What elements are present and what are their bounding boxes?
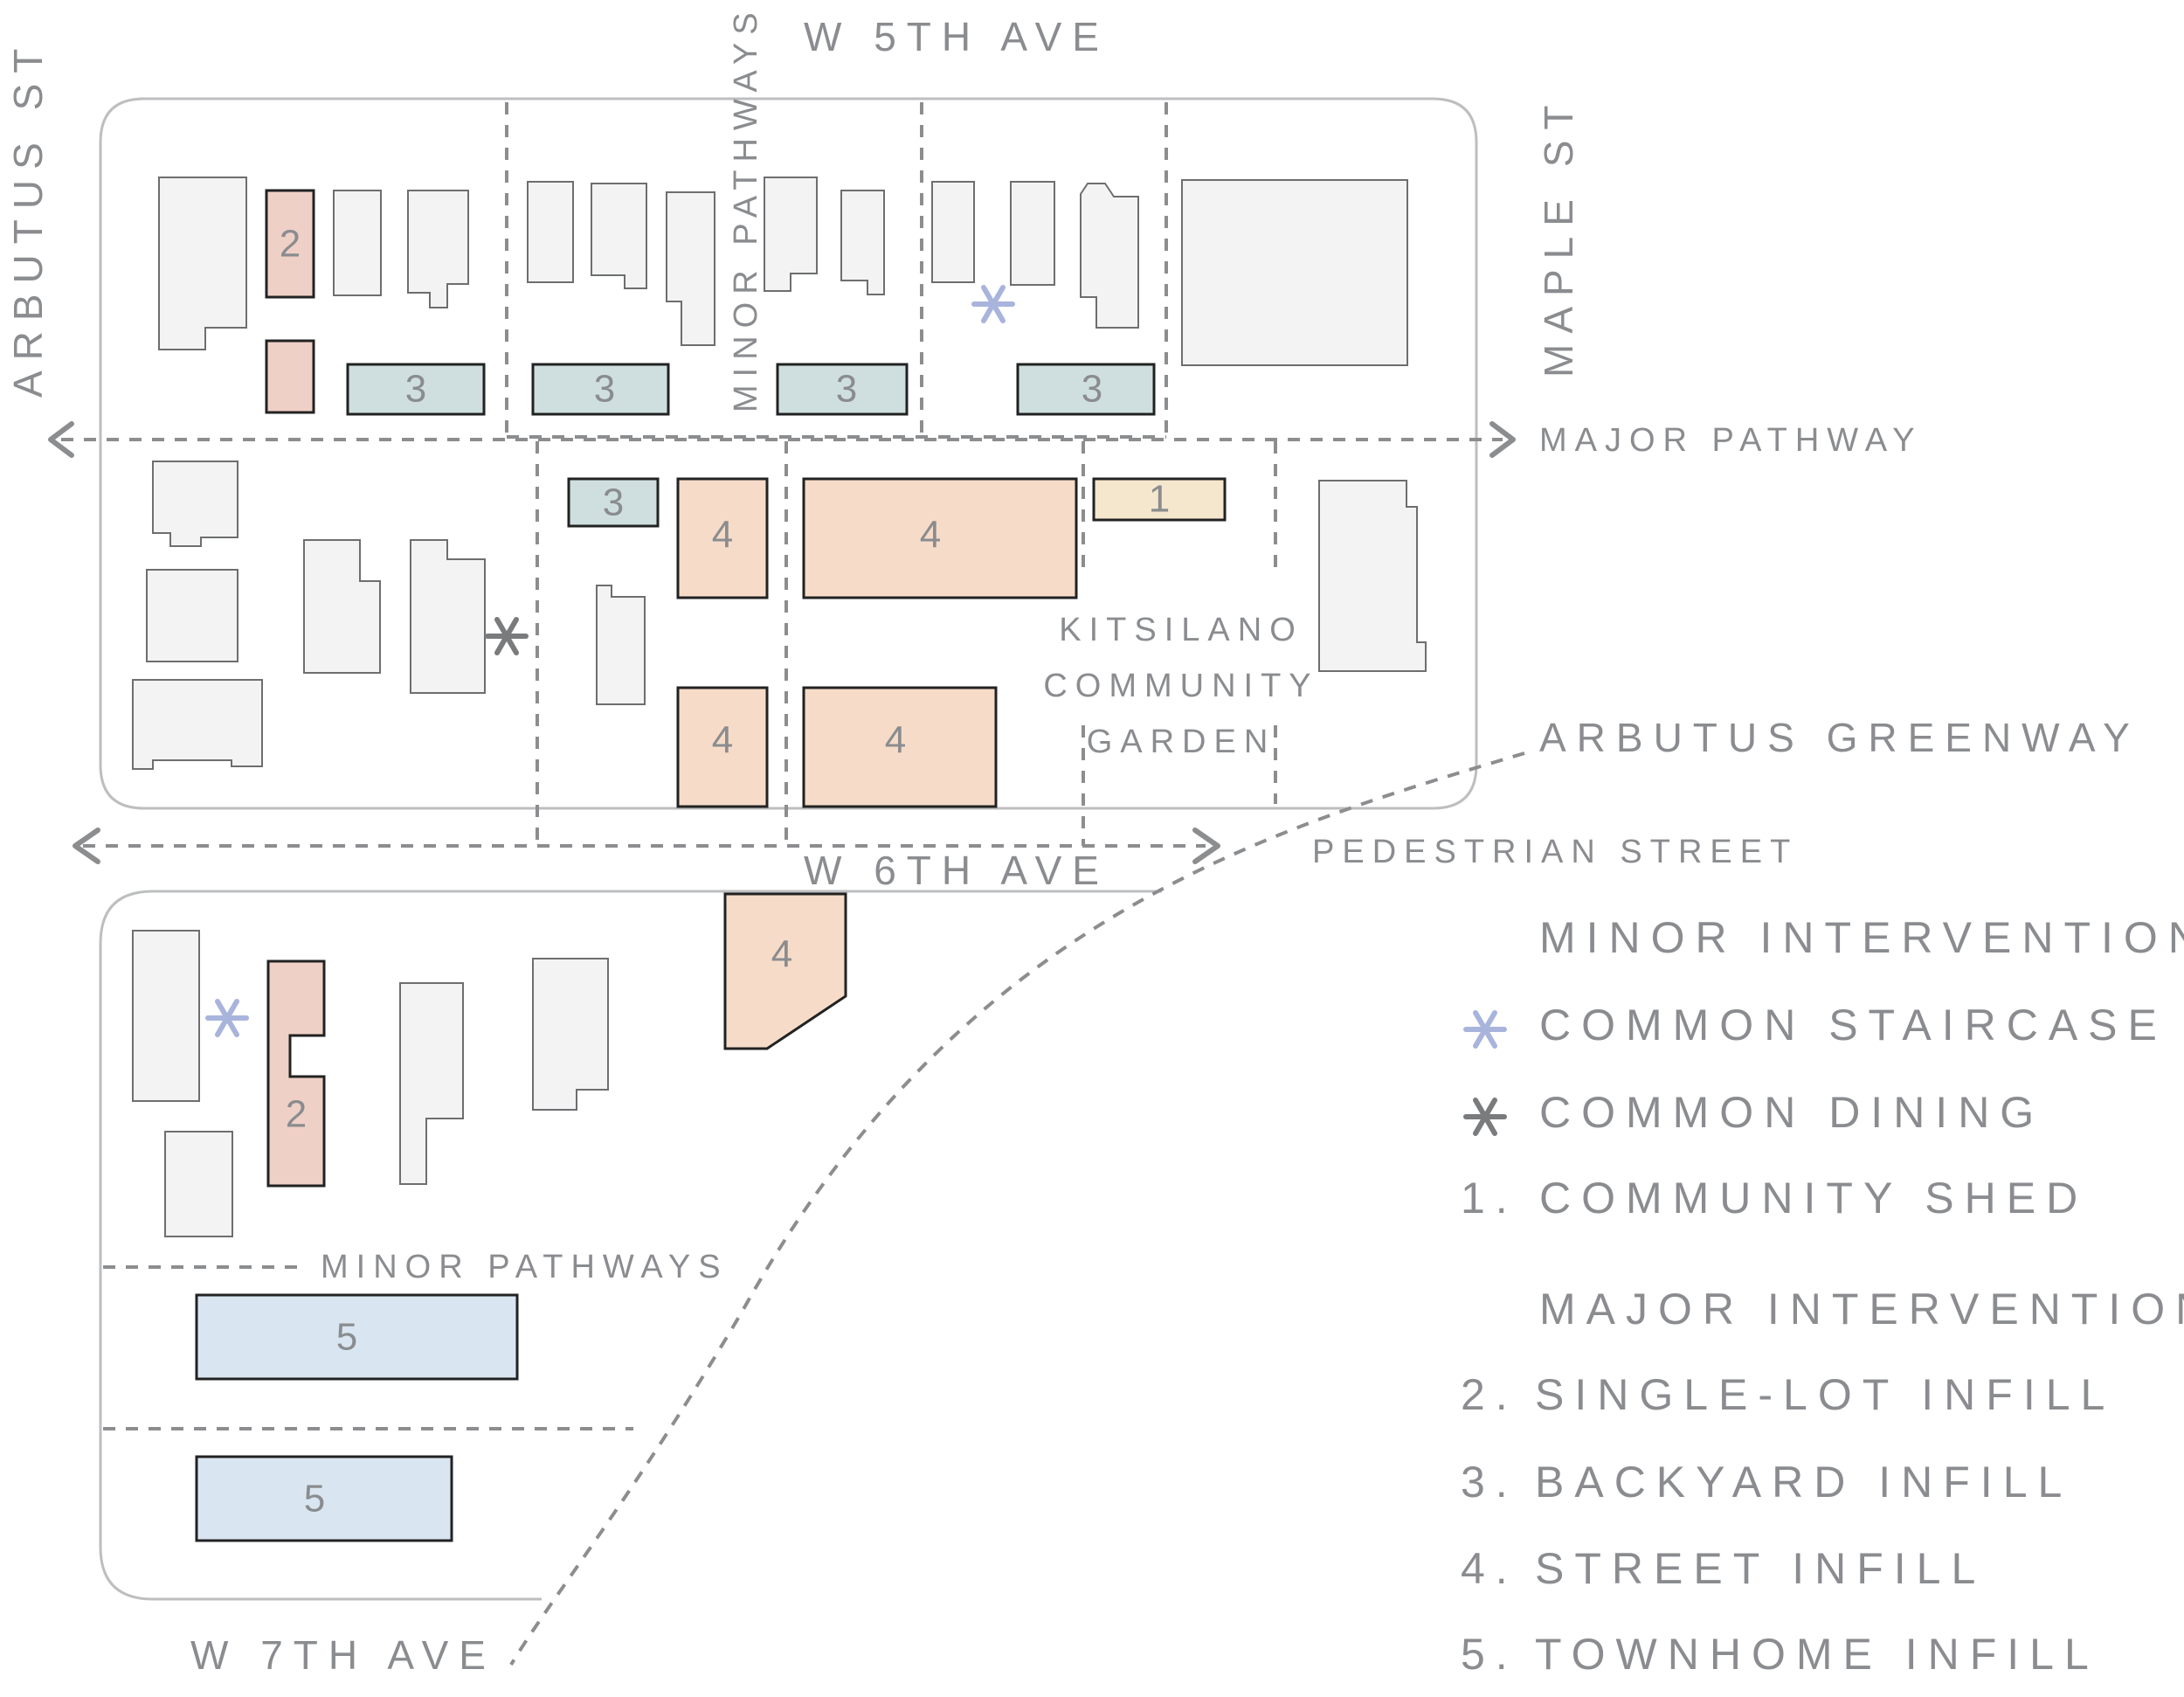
intervention-number: 4: [712, 719, 733, 762]
legend-backyard: BACKYARD INFILL: [1535, 1458, 2072, 1507]
dining-icon-map: [485, 617, 529, 655]
legend-shed: COMMUNITY SHED: [1539, 1174, 2088, 1223]
street-infill: 4 4 4 4 4: [676, 477, 1078, 1050]
legend-single-number: 2.: [1461, 1370, 1518, 1419]
street-label-w5th: W 5TH AVE: [804, 14, 1109, 59]
community-shed: 1: [1092, 477, 1227, 522]
single-lot-infill: 2 2: [265, 189, 326, 1188]
arrow-right-6th: [1192, 828, 1220, 864]
garden-label-line2: COMMUNITY: [1043, 668, 1318, 704]
staircase-icon-map-2: [205, 999, 249, 1037]
minor-pathways-label-vertical: MINOR PATHWAYS: [728, 4, 764, 412]
intervention-number: 4: [885, 719, 906, 762]
pathways: [61, 102, 1503, 1430]
intervention-number: 3: [405, 368, 426, 411]
intervention-number: 1: [1149, 478, 1170, 521]
legend-major-heading: MAJOR INTERVENTIONS:: [1539, 1285, 2184, 1333]
intervention-number: 4: [712, 514, 733, 557]
legend-single: SINGLE-LOT INFILL: [1535, 1370, 2115, 1419]
townhome-infill: 5 5: [195, 1293, 519, 1542]
lower-block-outline: [99, 890, 1162, 1601]
arrow-left-major: [48, 421, 74, 458]
intervention-number: 3: [594, 368, 615, 411]
intervention-number: 4: [920, 514, 941, 557]
intervention-number: 5: [304, 1478, 325, 1520]
legend-townhome-number: 5.: [1461, 1630, 1518, 1679]
existing-buildings: [132, 177, 1427, 1237]
dining-icon: [1463, 1098, 1507, 1136]
legend: MINOR INTERVENTIONS: COMMON STAIRCASE CO…: [1461, 913, 2184, 1679]
intervention-number: 2: [286, 1093, 307, 1136]
legend-dining: COMMON DINING: [1539, 1088, 2044, 1137]
staircase-icon: [1463, 1010, 1507, 1049]
intervention-number: 3: [836, 368, 857, 411]
pedestrian-street-label: PEDESTRIAN STREET: [1312, 834, 1798, 870]
legend-backyard-number: 3.: [1461, 1458, 1518, 1507]
intervention-number: 3: [1082, 368, 1102, 411]
street-label-w7th: W 7TH AVE: [190, 1632, 496, 1678]
legend-street-number: 4.: [1461, 1544, 1518, 1593]
arrow-left-6th: [73, 828, 100, 864]
garden-label-line1: KITSILANO: [1059, 612, 1303, 648]
street-label-maple: MAPLE ST: [1536, 94, 1581, 377]
greenway-label: ARBUTUS GREENWAY: [1539, 715, 2140, 760]
street-label-arbutus: ARBUTUS ST: [5, 38, 51, 398]
intervention-number: 2: [280, 223, 301, 266]
intervention-number: 5: [336, 1316, 357, 1359]
pathway-arrows: [48, 421, 1516, 864]
legend-shed-number: 1.: [1461, 1174, 1518, 1223]
major-pathway-label: MAJOR PATHWAY: [1539, 422, 1923, 459]
minor-pathways-label-horizontal: MINOR PATHWAYS: [321, 1249, 729, 1285]
street-label-w6th: W 6TH AVE: [804, 848, 1109, 893]
legend-street: STREET INFILL: [1535, 1544, 1986, 1593]
garden-label-line3: GARDEN: [1087, 724, 1276, 760]
legend-minor-heading: MINOR INTERVENTIONS:: [1539, 913, 2184, 962]
upper-block-outline: [99, 97, 1478, 810]
legend-staircase: COMMON STAIRCASE: [1539, 1001, 2167, 1049]
legend-townhome: TOWNHOME INFILL: [1535, 1630, 2099, 1679]
intervention-number: 3: [603, 481, 624, 524]
intervention-number: 4: [771, 933, 792, 976]
arrow-right-major: [1489, 421, 1516, 458]
staircase-icon-map-1: [971, 285, 1015, 323]
backyard-infill: 3 3 3 3 3: [346, 363, 1156, 528]
